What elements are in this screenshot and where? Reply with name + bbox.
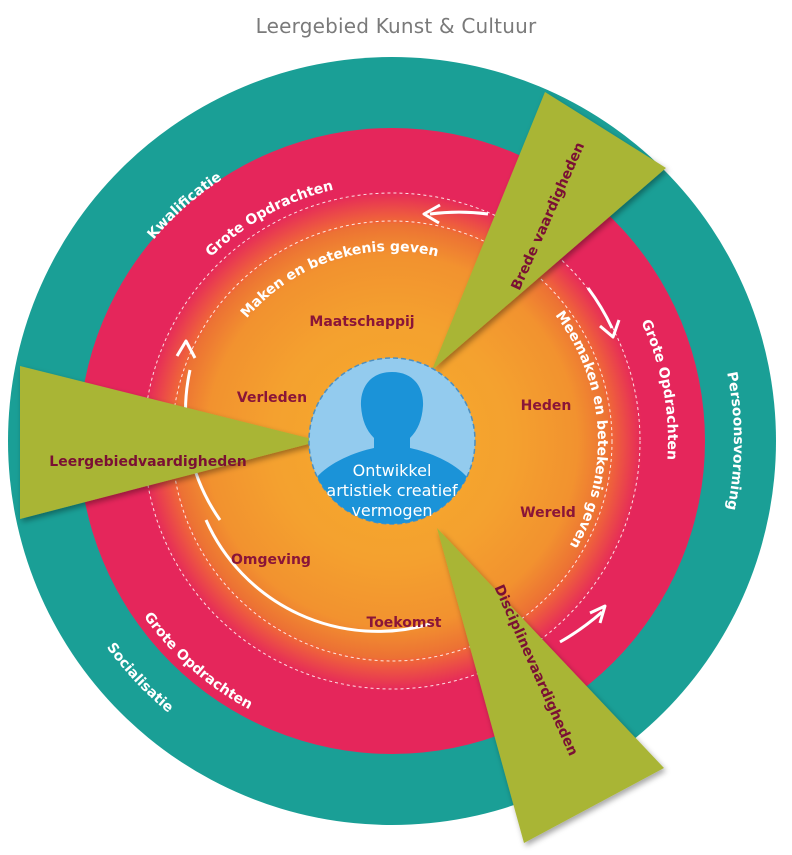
process-arc-top [429, 210, 489, 216]
arrow-up-right [589, 604, 607, 624]
context-maatschappij: Maatschappij [309, 314, 414, 330]
page-title: Leergebied Kunst & Cultuur [255, 14, 537, 38]
center-label-line1: Ontwikkel [353, 461, 432, 480]
context-verleden: Verleden [237, 390, 307, 406]
arrow-left-top [422, 203, 441, 225]
arrow-down-right [599, 319, 621, 339]
wedge-brede-vaardigheden [432, 92, 666, 370]
context-toekomst: Toekomst [367, 615, 442, 631]
center-label-line3: vermogen [351, 501, 432, 520]
center-label-line2: artistiek creatief [326, 481, 458, 500]
context-heden: Heden [521, 398, 572, 414]
wedge-label-leergebiedvaardigheden: Leergebiedvaardigheden [49, 454, 246, 470]
dashed-circle-outer [143, 192, 641, 690]
outer-label-persoonsvorming: Persoonsvorming [723, 370, 746, 511]
process-arc-right [586, 287, 614, 329]
process-arc-left-lower [204, 519, 431, 633]
person-silhouette-icon [316, 372, 468, 524]
context-omgeving: Omgeving [231, 552, 311, 568]
context-wereld: Wereld [520, 505, 576, 521]
wedge-leergebiedvaardigheden [20, 366, 320, 519]
wedge-disciplinevaardigheden [437, 528, 664, 843]
arrow-up-left [175, 339, 197, 359]
